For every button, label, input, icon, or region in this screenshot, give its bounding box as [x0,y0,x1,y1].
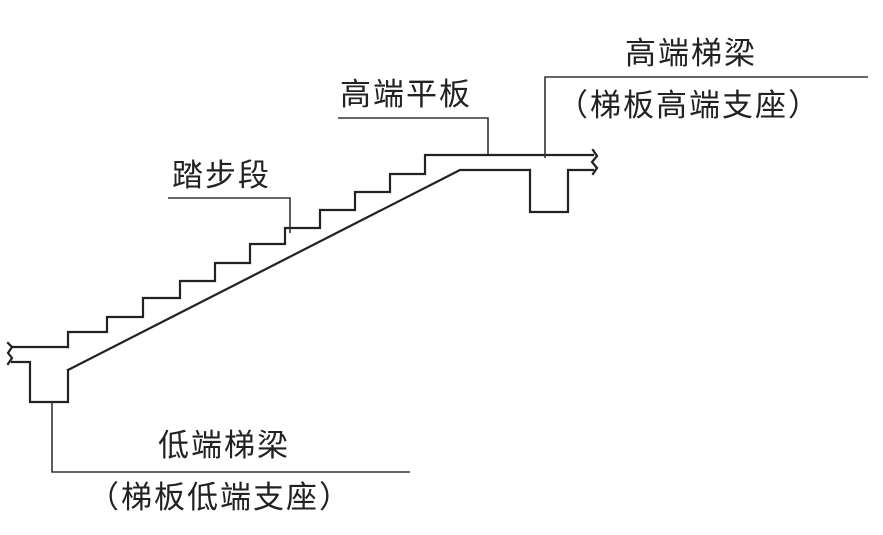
high-slab-break [590,148,599,176]
low-end-beam [6,341,70,404]
step-section-leader [168,197,291,233]
high-end-beam [528,148,599,214]
low-beam-leader [51,402,410,473]
leader-lines [51,76,868,473]
low-slab-break [6,341,14,366]
stair-soffit [66,168,532,372]
high-beam-label: 高端梯梁 [625,36,757,72]
low-beam-outline [10,345,70,404]
high-beam-note: （梯板高端支座） [557,88,821,124]
step-section-label: 踏步段 [172,158,271,194]
step-section-profile [66,153,595,372]
high-platform-leader [338,117,489,155]
low-beam-label: 低端梯梁 [158,428,290,464]
stair-steps [66,153,595,349]
high-platform-label: 高端平板 [340,77,472,113]
high-beam-outline [528,168,595,214]
high-beam-leader [544,76,868,158]
low-beam-note: （梯板低端支座） [88,480,352,516]
